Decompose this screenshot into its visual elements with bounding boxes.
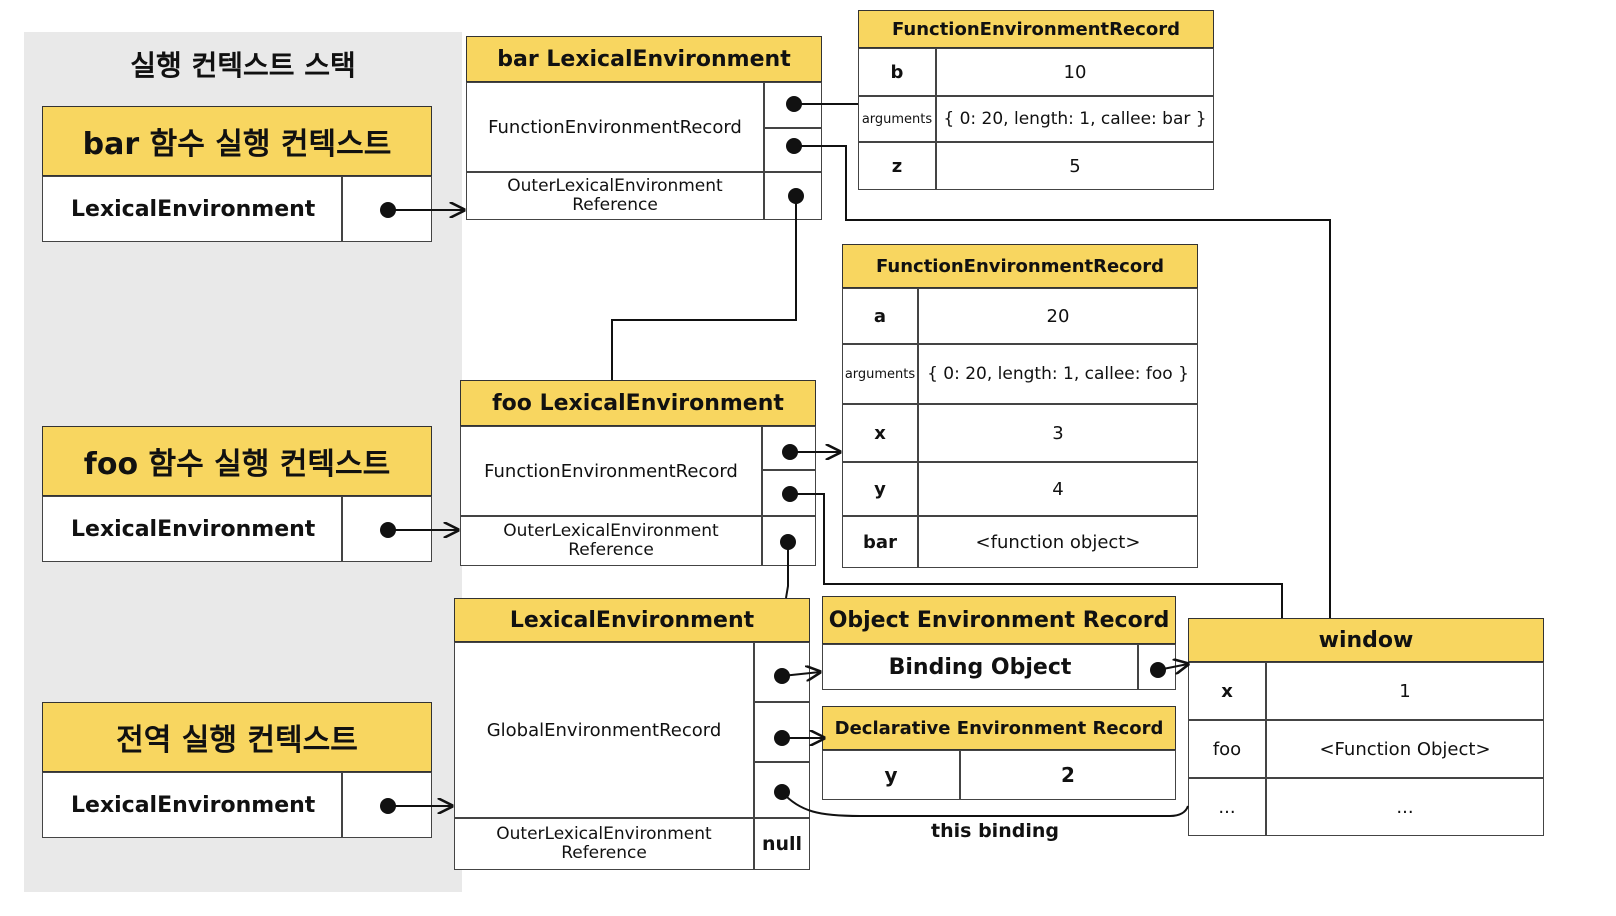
bar-record-dot-1 — [786, 96, 802, 112]
foo-context-dot — [380, 522, 396, 538]
bar-context-title: bar 함수 실행 컨텍스트 — [42, 106, 432, 176]
bar-record-value-z: 5 — [936, 142, 1214, 190]
bar-this-line — [794, 145, 1331, 618]
bar-lexical-environment-title: bar LexicalEnvironment — [466, 36, 822, 82]
declarative-record-value-y: 2 — [960, 750, 1176, 800]
window-value-x: 1 — [1266, 662, 1544, 720]
foo-context-title: foo 함수 실행 컨텍스트 — [42, 426, 432, 496]
binding-object: Binding Object — [822, 644, 1138, 690]
object-environment-record-title: Object Environment Record — [822, 596, 1176, 644]
foo-record-value-arguments: { 0: 20, length: 1, callee: foo } — [918, 344, 1198, 404]
global-context-title: 전역 실행 컨텍스트 — [42, 702, 432, 772]
foo-function-environment-record: FunctionEnvironmentRecord — [460, 426, 762, 516]
binding-object-dot — [1150, 662, 1166, 678]
foo-record-value-y: 4 — [918, 462, 1198, 516]
bar-record-value-b: 10 — [936, 48, 1214, 96]
foo-outer-dot — [780, 534, 796, 550]
window-key-x: x — [1188, 662, 1266, 720]
foo-this-line — [790, 493, 1283, 618]
foo-record-value-bar: <function object> — [918, 516, 1198, 568]
stack-title: 실행 컨텍스트 스택 — [130, 49, 356, 82]
bar-context-lexical-environment: LexicalEnvironment — [42, 176, 342, 242]
global-record-dot-1 — [774, 668, 790, 684]
foo-outer-reference: OuterLexicalEnvironment Reference — [460, 516, 762, 566]
global-context-lexical-environment: LexicalEnvironment — [42, 772, 342, 838]
bar-outer-line — [611, 196, 797, 380]
global-this-line — [781, 791, 1189, 817]
bar-outer-dot — [788, 188, 804, 204]
declarative-record-key-y: y — [822, 750, 960, 800]
window-key-foo: foo — [1188, 720, 1266, 778]
foo-record-value-x: 3 — [918, 404, 1198, 462]
foo-record-key-bar: bar — [842, 516, 918, 568]
foo-context-lexical-environment: LexicalEnvironment — [42, 496, 342, 562]
foo-record-key-arguments: arguments — [842, 344, 918, 404]
declarative-environment-record-title: Declarative Environment Record — [822, 706, 1176, 750]
foo-record-key-a: a — [842, 288, 918, 344]
bar-function-environment-record: FunctionEnvironmentRecord — [466, 82, 764, 172]
global-record-dot-3 — [774, 784, 790, 800]
bar-record-dot-2 — [786, 138, 802, 154]
foo-lexical-environment-title: foo LexicalEnvironment — [460, 380, 816, 426]
global-environment-record: GlobalEnvironmentRecord — [454, 642, 754, 818]
window-key-more: ... — [1188, 778, 1266, 836]
bar-outer-reference: OuterLexicalEnvironment Reference — [466, 172, 764, 220]
global-outer-reference: OuterLexicalEnvironment Reference — [454, 818, 754, 870]
global-lexical-environment-title: LexicalEnvironment — [454, 598, 810, 642]
global-outer-null: null — [754, 818, 810, 870]
global-context-dot — [380, 798, 396, 814]
bar-record-value-arguments: { 0: 20, length: 1, callee: bar } — [936, 96, 1214, 142]
bar-record-key-b: b — [858, 48, 936, 96]
bar-context-dot — [380, 202, 396, 218]
foo-record-key-y: y — [842, 462, 918, 516]
global-record-dot-2 — [774, 730, 790, 746]
bar-record-table-title: FunctionEnvironmentRecord — [858, 10, 1214, 48]
foo-record-value-a: 20 — [918, 288, 1198, 344]
this-binding-label: this binding — [931, 820, 1059, 842]
window-title: window — [1188, 618, 1544, 662]
foo-record-key-x: x — [842, 404, 918, 462]
foo-outer-line — [785, 542, 789, 599]
foo-record-dot-2 — [782, 486, 798, 502]
window-value-foo: <Function Object> — [1266, 720, 1544, 778]
foo-record-table-title: FunctionEnvironmentRecord — [842, 244, 1198, 288]
bar-record-key-arguments: arguments — [858, 96, 936, 142]
foo-record-dot-1 — [782, 444, 798, 460]
window-value-more: ... — [1266, 778, 1544, 836]
bar-record-key-z: z — [858, 142, 936, 190]
